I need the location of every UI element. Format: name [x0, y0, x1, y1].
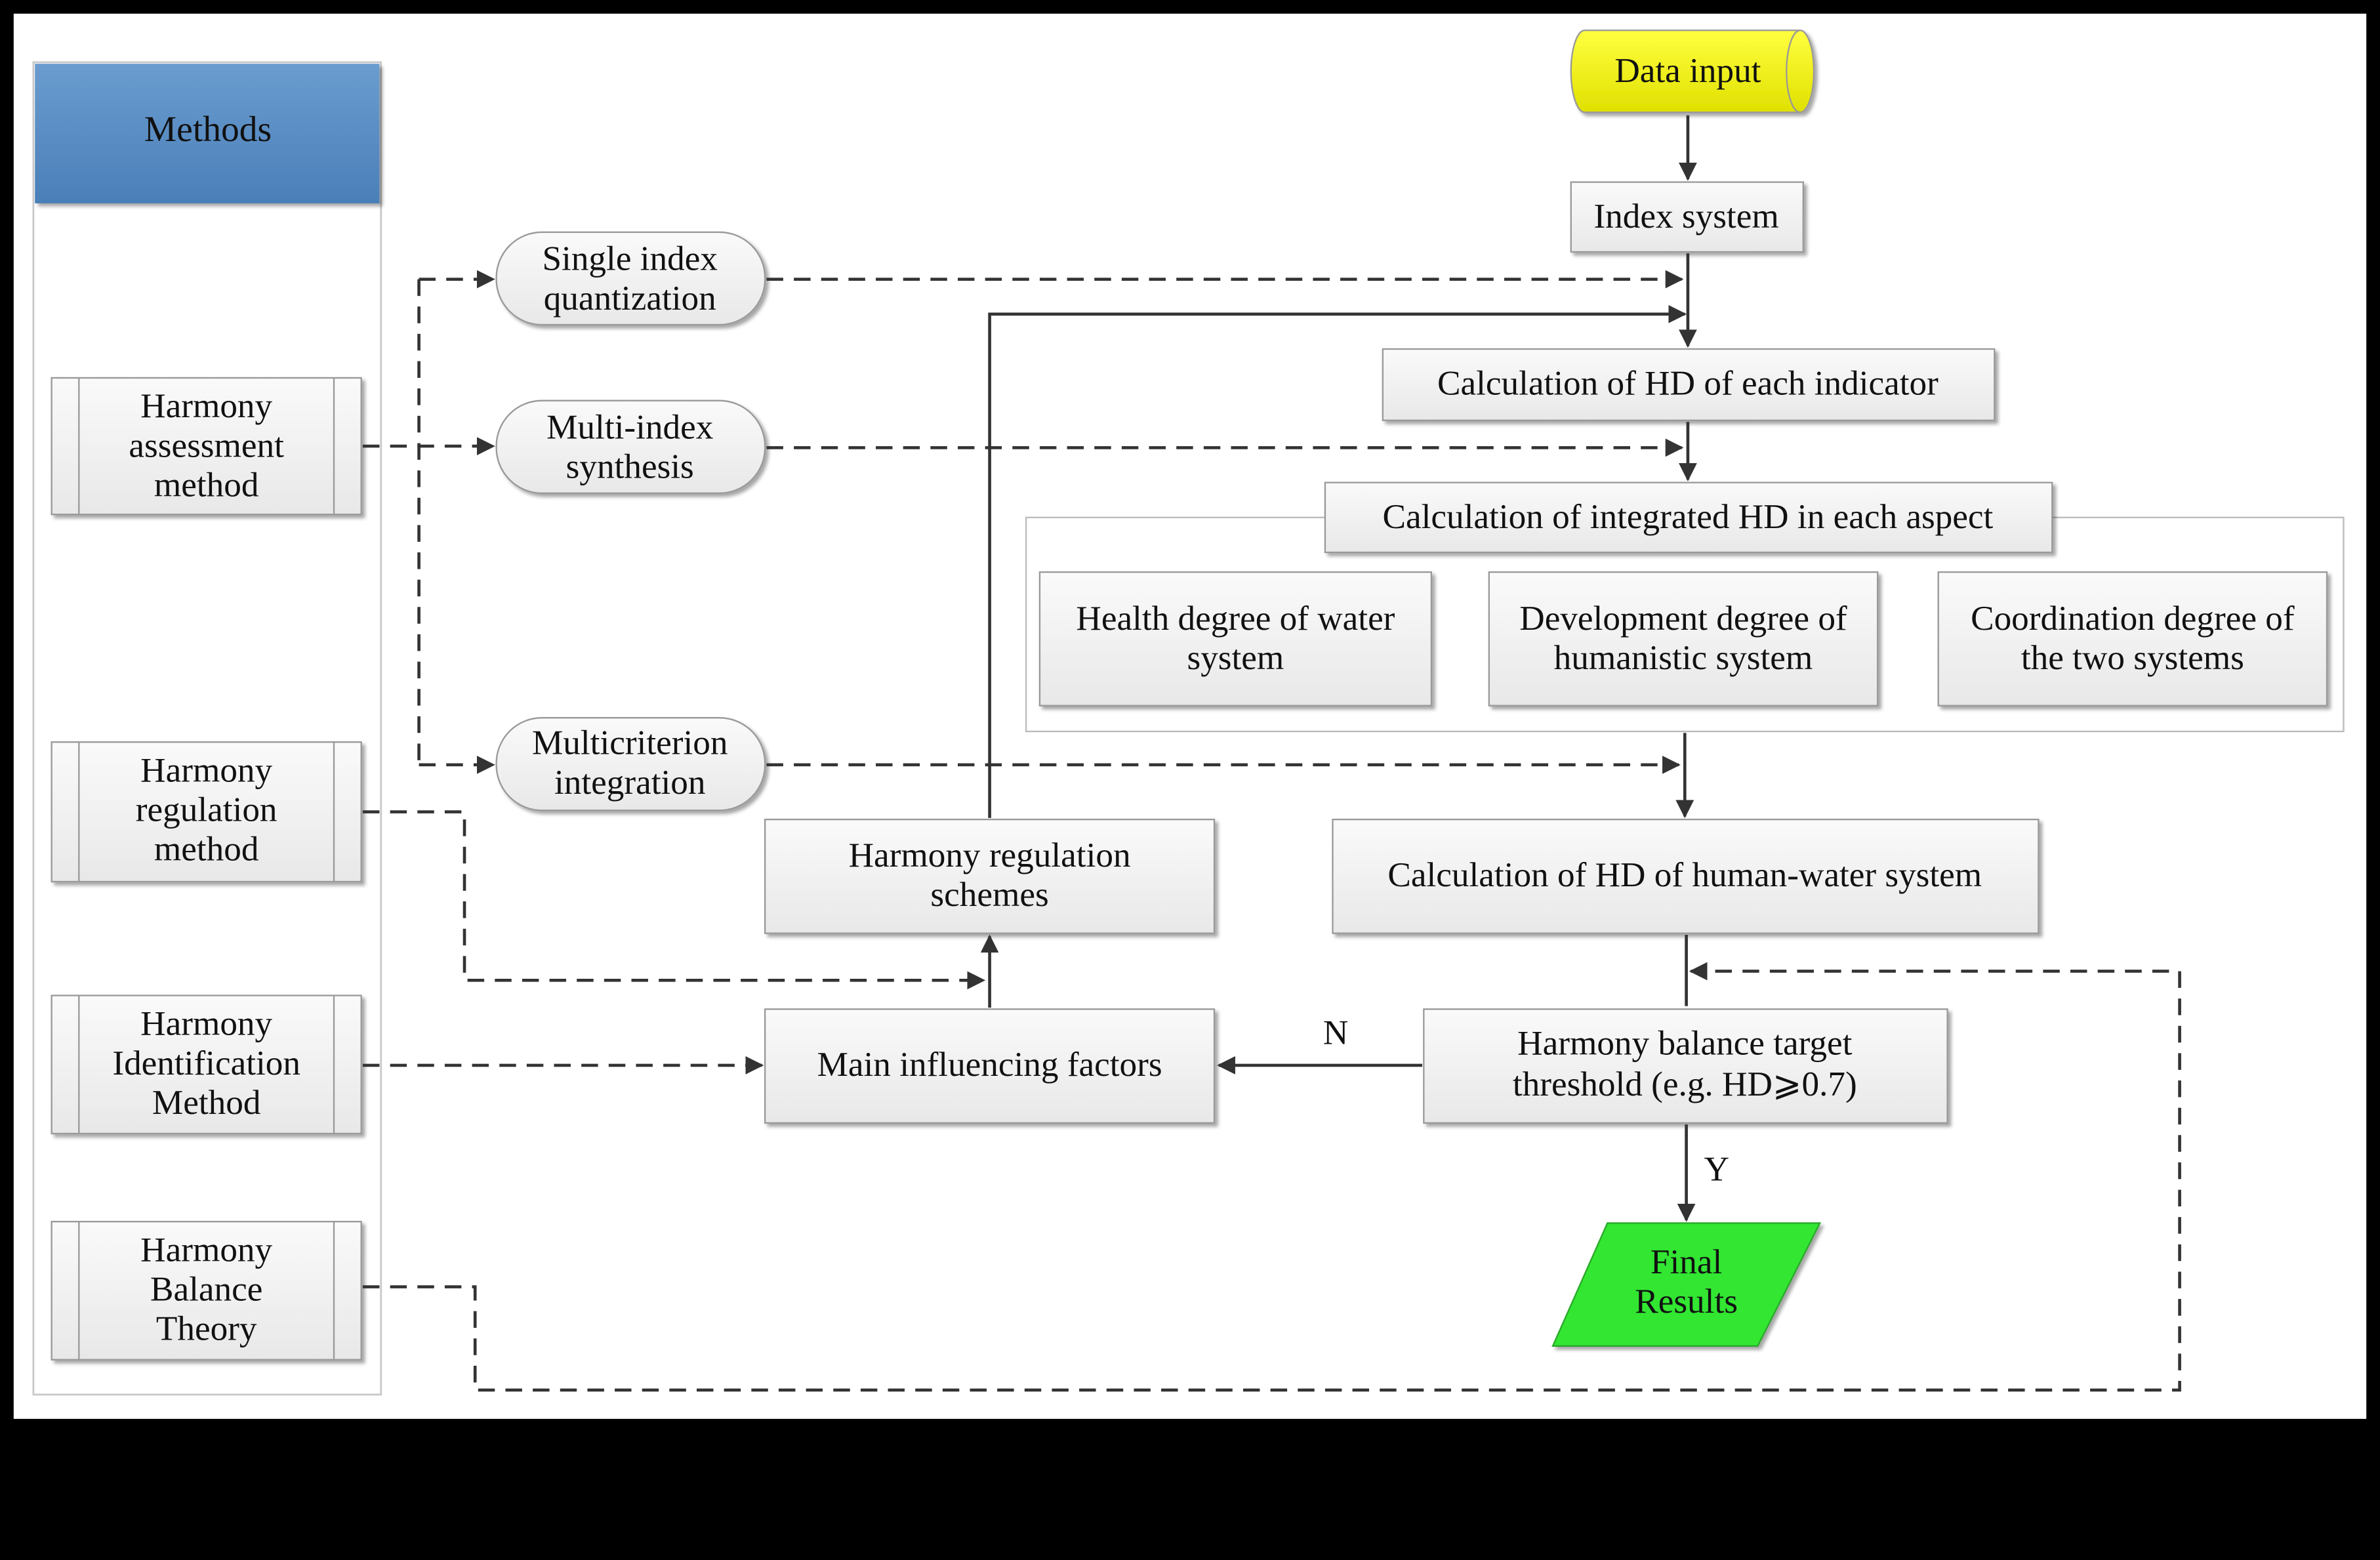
- aspect-coordination-line1: Coordination degree of: [1971, 599, 2295, 638]
- method-item-identification-line1: Harmony: [140, 1004, 272, 1043]
- method-item-balance-theory-line3: Theory: [156, 1309, 257, 1348]
- aspect-coordination-line2: the two systems: [2021, 638, 2244, 677]
- final-results-line2: Results: [1635, 1282, 1738, 1321]
- aspect-health-node[interactable]: [1038, 571, 1433, 707]
- technique-multi-index[interactable]: [495, 400, 766, 494]
- threshold-line1: Harmony balance target: [1517, 1024, 1852, 1063]
- aspect-health-line1: Health degree of water: [1076, 599, 1395, 638]
- method-item-regulation-line1: Harmony: [140, 750, 272, 789]
- influencing-factors-node[interactable]: [764, 1008, 1216, 1124]
- dashed-regulation-to-schemes: [362, 810, 986, 990]
- technique-single-index[interactable]: [495, 231, 766, 326]
- regulation-schemes-node[interactable]: [764, 818, 1216, 934]
- index-system-node[interactable]: [1570, 181, 1804, 253]
- aspect-development-line1: Development degree of: [1519, 599, 1847, 638]
- technique-multi-index-line2: synthesis: [566, 447, 694, 486]
- technique-multi-index-line1: Multi-index: [546, 408, 713, 447]
- threshold-node[interactable]: [1423, 1008, 1948, 1124]
- method-item-assessment[interactable]: [51, 377, 362, 516]
- method-item-identification-line3: Method: [152, 1083, 261, 1122]
- method-item-balance-theory-line2: Balance: [150, 1269, 262, 1308]
- technique-multicriterion-line1: Multicriterion: [532, 724, 728, 762]
- index-system-label: Index system: [1593, 197, 1778, 236]
- method-item-regulation[interactable]: [51, 741, 362, 883]
- method-item-assessment-line2: assessment: [129, 426, 284, 464]
- regulation-schemes-line2: schemes: [930, 875, 1048, 914]
- method-item-identification-line2: Identification: [112, 1044, 300, 1082]
- aspect-health-line2: system: [1187, 638, 1284, 677]
- dashed-balance-to-threshold: [362, 962, 2181, 1392]
- technique-multicriterion-line2: integration: [554, 763, 706, 802]
- data-input-node[interactable]: [1570, 30, 1815, 113]
- calc-system-node[interactable]: [1332, 818, 2040, 934]
- label-yes: Y: [1704, 1150, 1729, 1189]
- methods-panel-frame: [32, 61, 382, 1396]
- method-item-balance-theory-line1: Harmony: [140, 1230, 272, 1269]
- method-item-identification[interactable]: [51, 995, 362, 1135]
- data-input-label: Data input: [1614, 51, 1761, 90]
- method-item-regulation-line3: method: [154, 830, 259, 869]
- aspect-development-line2: humanistic system: [1554, 638, 1813, 677]
- methods-panel: Methods Harmony assessment method Harmon…: [32, 61, 382, 1396]
- calc-aspect-node[interactable]: [1324, 482, 2053, 554]
- calc-indicator-node[interactable]: [1382, 348, 1996, 421]
- method-item-regulation-line2: regulation: [136, 790, 277, 829]
- method-item-assessment-line1: Harmony: [140, 386, 272, 425]
- method-item-balance-theory[interactable]: [51, 1220, 362, 1361]
- threshold-line2: threshold (e.g. HD⩾0.7): [1513, 1065, 1857, 1103]
- methods-header-label: Methods: [144, 110, 272, 150]
- technique-single-index-line1: Single index: [542, 239, 718, 278]
- technique-single-index-line2: quantization: [544, 279, 716, 318]
- label-no: N: [1323, 1014, 1348, 1052]
- regulation-schemes-line1: Harmony regulation: [849, 836, 1131, 874]
- influencing-factors-label: Main influencing factors: [817, 1045, 1162, 1084]
- final-results-line1: Final: [1651, 1242, 1722, 1281]
- aspect-coordination-node[interactable]: [1937, 571, 2328, 707]
- final-results-node[interactable]: [1551, 1222, 1822, 1347]
- arrow-schemes-to-index: [988, 304, 1687, 818]
- aspect-development-node[interactable]: [1488, 571, 1879, 707]
- technique-multicriterion[interactable]: [495, 717, 766, 811]
- method-item-assessment-line3: method: [154, 465, 259, 504]
- methods-header: [35, 64, 380, 203]
- calc-system-label: Calculation of HD of human-water system: [1387, 855, 1982, 894]
- calc-aspect-label: Calculation of integrated HD in each asp…: [1383, 497, 1994, 536]
- calc-indicator-label: Calculation of HD of each indicator: [1437, 363, 1939, 402]
